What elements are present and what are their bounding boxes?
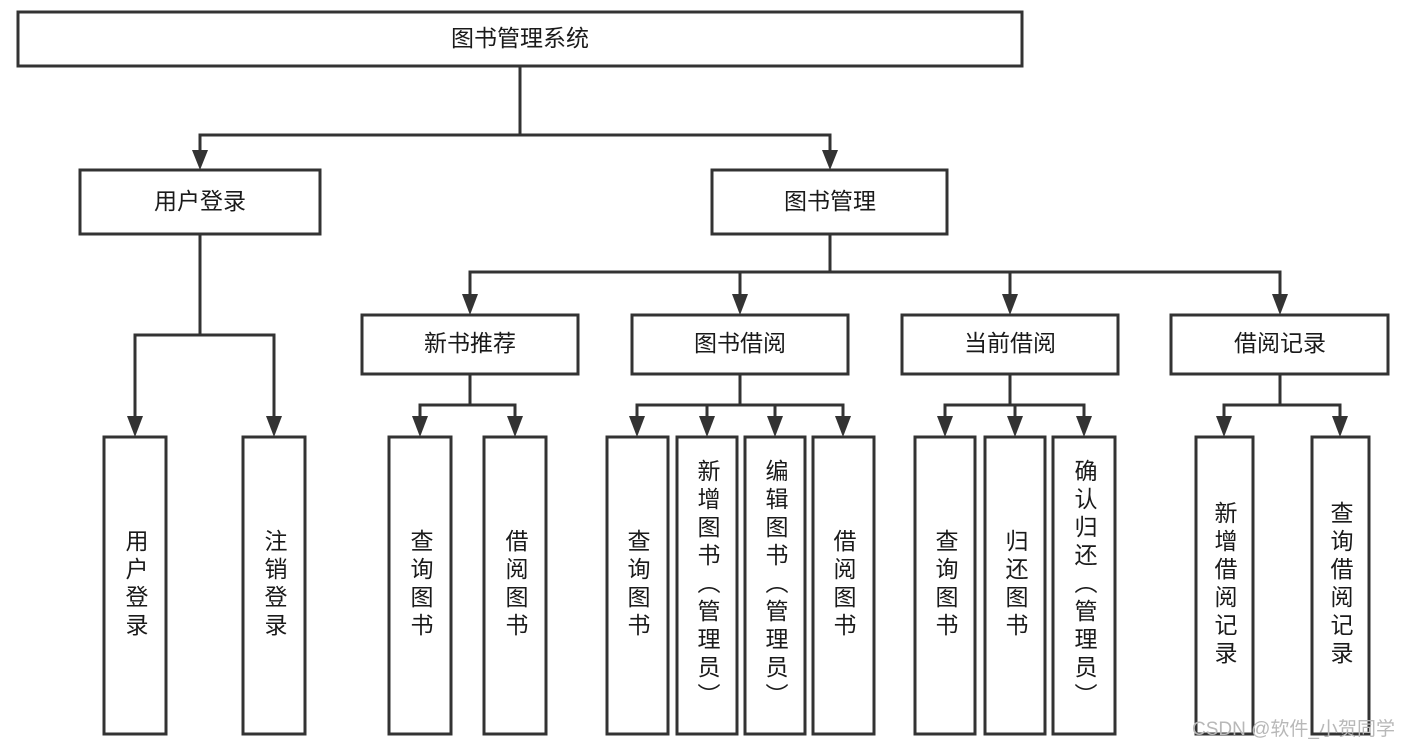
arrow-head-new-book-recommend [462, 294, 478, 315]
node-current-borrow[interactable]: 当前借阅 [900, 313, 1120, 376]
connector-layer [127, 64, 1348, 437]
arrow-head-book-management [822, 150, 838, 170]
node-leaf-add-borrow-record-label: 新增借阅记录 [1211, 501, 1238, 669]
node-leaf-query-borrow-record[interactable]: 查询借阅记录 [1310, 435, 1371, 736]
node-leaf-query-book-borrow-label: 查询图书 [624, 529, 651, 641]
arrow-head-leaf-query-book-current [937, 416, 953, 437]
node-book-borrow-box[interactable] [630, 313, 850, 376]
node-leaf-logout[interactable]: 注销登录 [241, 435, 307, 736]
node-book-management-box[interactable] [710, 168, 949, 236]
node-user-login-label: 用户登录 [154, 188, 246, 214]
arrow-head-book-borrow [732, 294, 748, 315]
node-root-label: 图书管理系统 [451, 25, 589, 51]
node-leaf-query-book-recommend-box[interactable] [387, 435, 453, 736]
arrow-head-leaf-query-borrow-record [1332, 416, 1348, 437]
node-user-login-box[interactable] [78, 168, 322, 236]
node-leaf-query-book-borrow[interactable]: 查询图书 [605, 435, 670, 736]
arrow-head-current-borrow [1002, 294, 1018, 315]
node-leaf-query-borrow-record-label: 查询借阅记录 [1327, 501, 1354, 669]
node-leaf-edit-book-label: 编辑图书（管理员） [762, 459, 789, 711]
node-leaf-query-book-recommend[interactable]: 查询图书 [387, 435, 453, 736]
node-book-management-label: 图书管理 [784, 188, 876, 214]
node-leaf-user-login-box[interactable] [102, 435, 168, 736]
node-leaf-query-book-current[interactable]: 查询图书 [913, 435, 977, 736]
arrow-head-leaf-add-book [699, 416, 715, 437]
node-book-borrow-label: 图书借阅 [694, 330, 786, 356]
node-current-borrow-box[interactable] [900, 313, 1120, 376]
arrow-head-user-login [192, 150, 208, 170]
node-leaf-borrow-book[interactable]: 借阅图书 [811, 435, 876, 736]
node-leaf-add-book-label: 新增图书（管理员） [694, 459, 721, 711]
node-leaf-query-book-recommend-label: 查询图书 [407, 529, 434, 641]
arrow-head-leaf-query-book-borrow [629, 416, 645, 437]
arrow-head-borrow-record [1272, 294, 1288, 315]
node-leaf-logout-box[interactable] [241, 435, 307, 736]
node-leaf-add-book[interactable]: 新增图书（管理员） [675, 435, 739, 736]
node-user-login[interactable]: 用户登录 [78, 168, 322, 236]
node-borrow-record-box[interactable] [1169, 313, 1390, 376]
node-root-box[interactable] [16, 10, 1024, 68]
node-leaf-user-login-label: 用户登录 [122, 529, 149, 641]
node-leaf-confirm-return-box[interactable] [1051, 435, 1117, 736]
node-leaf-confirm-return[interactable]: 确认归还（管理员） [1051, 435, 1117, 736]
node-leaf-return-book-box[interactable] [983, 435, 1047, 736]
node-leaf-return-book[interactable]: 归还图书 [983, 435, 1047, 736]
node-leaf-add-borrow-record[interactable]: 新增借阅记录 [1194, 435, 1255, 736]
node-leaf-borrow-book-recommend-box[interactable] [482, 435, 548, 736]
node-new-book-recommend-box[interactable] [360, 313, 580, 376]
node-leaf-edit-book-box[interactable] [743, 435, 807, 736]
node-leaf-add-book-box[interactable] [675, 435, 739, 736]
node-leaf-borrow-book-recommend-label: 借阅图书 [502, 529, 529, 641]
node-leaf-user-login[interactable]: 用户登录 [102, 435, 168, 736]
node-leaf-query-book-borrow-box[interactable] [605, 435, 670, 736]
node-leaf-borrow-book-label: 借阅图书 [830, 529, 857, 641]
node-leaf-add-borrow-record-box[interactable] [1194, 435, 1255, 736]
node-leaf-query-book-current-label: 查询图书 [932, 529, 959, 641]
node-current-borrow-label: 当前借阅 [964, 330, 1056, 356]
arrow-head-leaf-user-login [127, 416, 143, 437]
node-leaf-query-book-current-box[interactable] [913, 435, 977, 736]
arrow-head-leaf-query-book-recommend [412, 416, 428, 437]
node-leaf-return-book-label: 归还图书 [1002, 529, 1029, 641]
arrow-head-leaf-logout [266, 416, 282, 437]
arrow-head-leaf-edit-book [767, 416, 783, 437]
node-leaf-edit-book[interactable]: 编辑图书（管理员） [743, 435, 807, 736]
arrow-head-leaf-add-borrow-record [1216, 416, 1232, 437]
arrow-head-leaf-confirm-return [1076, 416, 1092, 437]
node-root[interactable]: 图书管理系统 [16, 10, 1024, 68]
node-leaf-confirm-return-label: 确认归还（管理员） [1071, 459, 1098, 711]
arrow-head-leaf-borrow-book-recommend [507, 416, 523, 437]
arrow-head-leaf-return-book [1007, 416, 1023, 437]
node-borrow-record[interactable]: 借阅记录 [1169, 313, 1390, 376]
node-book-management[interactable]: 图书管理 [710, 168, 949, 236]
node-book-borrow[interactable]: 图书借阅 [630, 313, 850, 376]
node-new-book-recommend-label: 新书推荐 [424, 330, 516, 356]
node-borrow-record-label: 借阅记录 [1234, 330, 1326, 356]
arrow-head-leaf-borrow-book [835, 416, 851, 437]
node-new-book-recommend[interactable]: 新书推荐 [360, 313, 580, 376]
node-leaf-logout-label: 注销登录 [261, 529, 288, 641]
node-leaf-borrow-book-recommend[interactable]: 借阅图书 [482, 435, 548, 736]
node-leaf-query-borrow-record-box[interactable] [1310, 435, 1371, 736]
node-leaf-borrow-book-box[interactable] [811, 435, 876, 736]
